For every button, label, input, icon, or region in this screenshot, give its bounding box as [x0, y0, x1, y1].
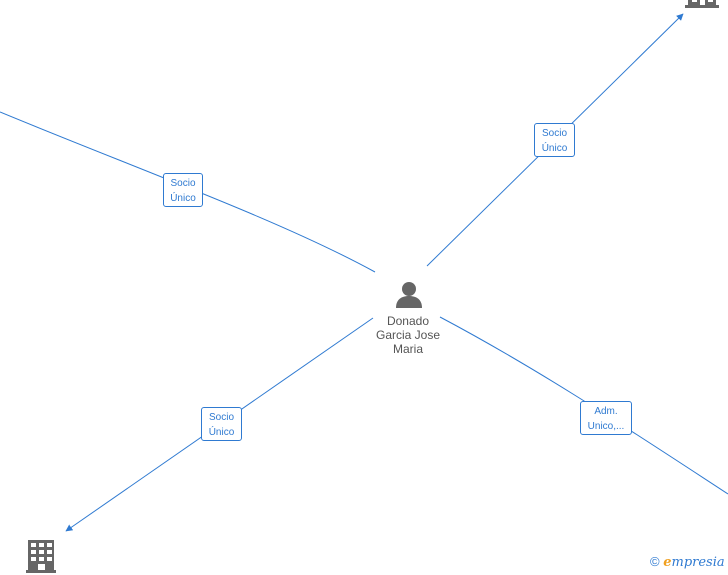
relation-label-line: Único — [541, 143, 568, 154]
building-icon[interactable] — [26, 540, 56, 573]
brand-logo: empresia — [663, 555, 724, 570]
person-icon-spacer — [366, 278, 450, 314]
relation-label-line: Socio — [541, 128, 567, 139]
relation-label-line: Único — [170, 193, 196, 204]
person-name-line: Donado — [386, 314, 430, 328]
person-name: Donado Garcia Jose Maria — [366, 314, 450, 356]
copyright-symbol: © — [650, 554, 660, 569]
relation-label-line: Único — [208, 427, 235, 438]
relation-label-bottom-right[interactable]: Adm. Unico,... — [580, 401, 632, 435]
edge-left-upper — [0, 111, 376, 273]
brand-initial: e — [663, 555, 672, 570]
brand-name: mpresia — [671, 555, 725, 570]
relation-label-left[interactable]: Socio Único — [163, 173, 203, 207]
relation-label-bottom-left[interactable]: Socio Único — [201, 407, 242, 441]
relation-label-line: Socio — [208, 412, 234, 423]
person-name-line: Garcia Jose — [375, 328, 441, 342]
relation-label-top-right[interactable]: Socio Único — [534, 123, 575, 157]
relation-label-line: Adm. — [594, 406, 618, 417]
person-icon[interactable] — [396, 282, 422, 308]
person-node[interactable]: Donado Garcia Jose Maria — [366, 278, 450, 356]
footer-brand: © empresia — [650, 554, 725, 574]
relation-label-line: Socio — [170, 178, 196, 189]
relation-label-line: Unico,... — [587, 421, 625, 432]
building-icon[interactable] — [685, 0, 719, 8]
person-name-line: Maria — [392, 342, 423, 356]
